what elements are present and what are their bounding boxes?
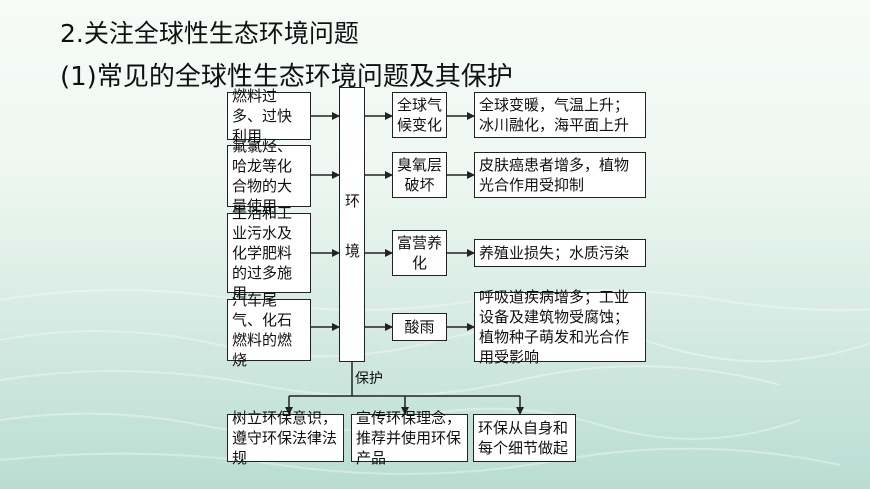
cause-sewage-fertilizer: 生活和工业污水及化学肥料的过多施用: [227, 204, 311, 302]
cause-text: 生活和工业污水及化学肥料的过多施用: [232, 204, 293, 302]
protect-label: 保护: [355, 371, 383, 387]
cause-text: 燃料过多、过快利用: [232, 87, 293, 145]
problem-text: 全球气候变化: [397, 96, 443, 134]
section-heading: 2.关注全球性生态环境问题: [60, 19, 359, 48]
effect-eutrophication: 养殖业损失；水质污染: [474, 239, 646, 267]
effect-text: 呼吸道疾病增多；工业设备及建筑物受腐蚀；植物种子萌发和光合作用受影响: [479, 288, 630, 366]
cause-text: 汽车尾气、化石燃料的燃烧: [232, 291, 293, 369]
effect-text: 皮肤癌患者增多，植物光合作用受抑制: [479, 156, 630, 194]
problem-text: 臭氧层破坏: [397, 156, 443, 194]
problem-climate-change: 全球气候变化: [392, 92, 447, 138]
section-subheading: (1)常见的全球性生态环境问题及其保护: [60, 62, 513, 92]
cause-cfc-usage: 氟氯烃、哈龙等化合物的大量使用: [227, 137, 311, 215]
cause-exhaust-combustion: 汽车尾气、化石燃料的燃烧: [227, 291, 311, 369]
effect-climate-change: 全球变暖，气温上升；冰川融化，海平面上升: [474, 92, 646, 138]
protection-text: 宣传环保理念，推荐并使用环保产品: [356, 409, 462, 467]
protection-personal: 环保从自身和每个细节做起: [473, 414, 576, 462]
environment-char-1: 环: [345, 192, 361, 210]
problem-acid-rain: 酸雨: [392, 313, 447, 341]
environment-char-2: 境: [345, 242, 361, 260]
cause-fuel-overuse: 燃料过多、过快利用: [227, 87, 311, 145]
problem-eutrophication: 富营养化: [392, 230, 447, 276]
protection-awareness: 树立环保意识，遵守环保法律法规: [227, 409, 344, 467]
problem-text: 酸雨: [404, 318, 435, 336]
environment-bar: [339, 87, 365, 362]
effect-text: 养殖业损失；水质污染: [479, 244, 630, 262]
protection-text: 树立环保意识，遵守环保法律法规: [232, 409, 338, 467]
effect-text: 全球变暖，气温上升；冰川融化，海平面上升: [479, 96, 630, 134]
effect-acid-rain: 呼吸道疾病增多；工业设备及建筑物受腐蚀；植物种子萌发和光合作用受影响: [474, 288, 646, 366]
effect-ozone-depletion: 皮肤癌患者增多，植物光合作用受抑制: [474, 152, 646, 198]
protection-promotion: 宣传环保理念，推荐并使用环保产品: [351, 409, 468, 467]
problem-text: 富营养化: [397, 234, 443, 272]
problem-ozone-depletion: 臭氧层破坏: [392, 152, 447, 198]
protection-text: 环保从自身和每个细节做起: [478, 419, 569, 457]
cause-text: 氟氯烃、哈龙等化合物的大量使用: [232, 137, 293, 215]
